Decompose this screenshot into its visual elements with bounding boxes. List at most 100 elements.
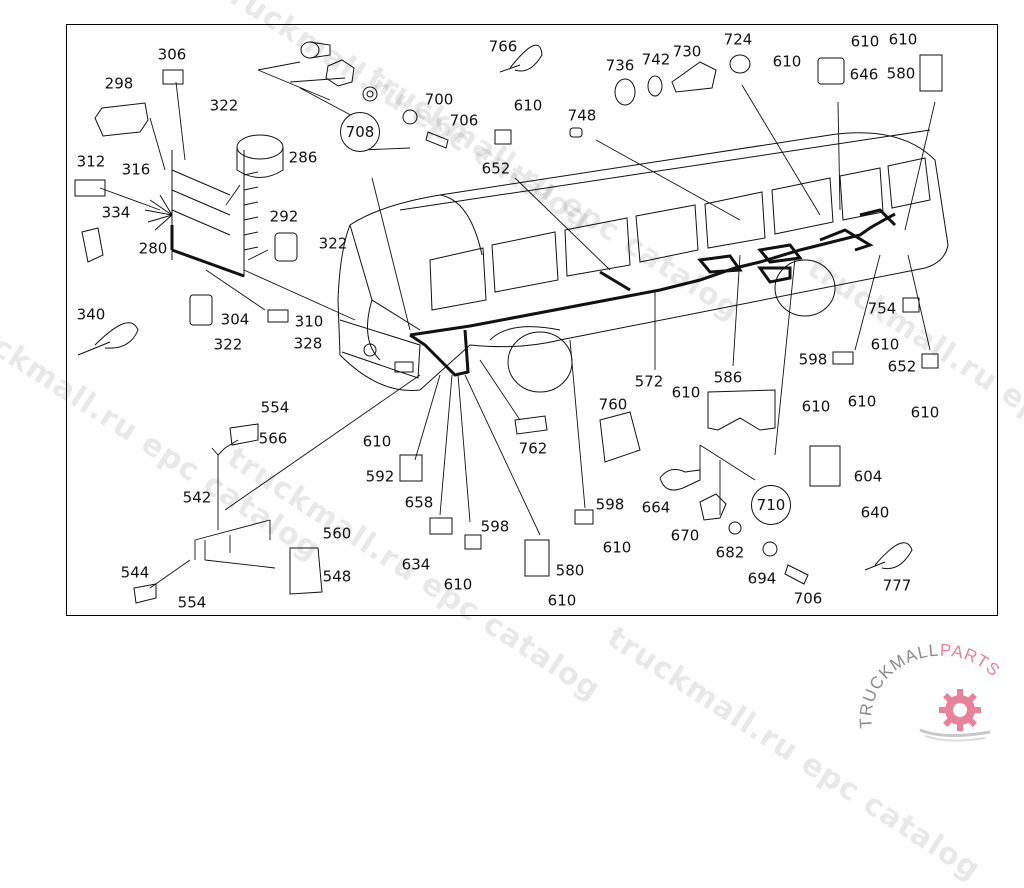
callout-280[interactable]: 280 [138, 239, 168, 258]
callout-710[interactable]: 710 [751, 485, 791, 525]
callout-708[interactable]: 708 [340, 112, 380, 152]
bus-window [429, 247, 487, 311]
callout-544[interactable]: 544 [120, 563, 150, 582]
callout-292[interactable]: 292 [269, 207, 299, 226]
dashboard-harness [144, 150, 259, 278]
bus-window [491, 231, 559, 293]
callout-610[interactable]: 610 [910, 403, 940, 422]
callout-766[interactable]: 766 [488, 37, 518, 56]
connector-580 [919, 54, 943, 92]
callout-634[interactable]: 634 [401, 555, 431, 574]
callout-610[interactable]: 610 [850, 32, 880, 51]
terminal-700 [402, 109, 418, 125]
callout-610[interactable]: 610 [443, 575, 473, 594]
callout-640[interactable]: 640 [860, 503, 890, 522]
callout-542[interactable]: 542 [182, 488, 212, 507]
callout-312[interactable]: 312 [76, 152, 106, 171]
callout-580[interactable]: 580 [555, 561, 585, 580]
callout-700[interactable]: 700 [424, 90, 454, 109]
callout-706[interactable]: 706 [449, 111, 479, 130]
callout-754[interactable]: 754 [867, 299, 897, 318]
callout-664[interactable]: 664 [641, 498, 671, 517]
callout-670[interactable]: 670 [670, 526, 700, 545]
callout-610[interactable]: 610 [671, 383, 701, 402]
callout-316[interactable]: 316 [121, 160, 151, 179]
callout-566[interactable]: 566 [258, 429, 288, 448]
callout-652[interactable]: 652 [481, 159, 511, 178]
relay-646 [817, 57, 845, 85]
washer-682 [728, 521, 742, 535]
relay-548 [289, 547, 323, 595]
nut-670 [699, 493, 727, 521]
callout-286[interactable]: 286 [288, 148, 318, 167]
callout-610[interactable]: 610 [772, 52, 802, 71]
mercedes-star-emblem [363, 343, 377, 357]
terminal-706 [425, 131, 449, 149]
connector-292 [274, 232, 298, 262]
callout-742[interactable]: 742 [641, 50, 671, 69]
callout-736[interactable]: 736 [605, 56, 635, 75]
callout-306[interactable]: 306 [157, 45, 187, 64]
callout-610[interactable]: 610 [870, 335, 900, 354]
callout-554[interactable]: 554 [260, 398, 290, 417]
socket-724 [729, 54, 751, 74]
callout-610[interactable]: 610 [602, 538, 632, 557]
callout-610[interactable]: 610 [513, 96, 543, 115]
callout-304[interactable]: 304 [220, 310, 250, 329]
connector-652 [494, 129, 512, 145]
callout-760[interactable]: 760 [598, 395, 628, 414]
callout-777[interactable]: 777 [882, 576, 912, 595]
callout-658[interactable]: 658 [404, 493, 434, 512]
connector-760 [599, 411, 641, 463]
bus-window [564, 217, 631, 277]
callout-598[interactable]: 598 [595, 495, 625, 514]
callout-706[interactable]: 706 [793, 589, 823, 608]
main-wiring-harness [409, 208, 897, 377]
callout-604[interactable]: 604 [853, 467, 883, 486]
connector-312 [74, 179, 106, 197]
small-parts [74, 41, 943, 604]
callout-598[interactable]: 598 [798, 350, 828, 369]
callout-322[interactable]: 322 [213, 335, 243, 354]
callout-762[interactable]: 762 [518, 439, 548, 458]
callout-592[interactable]: 592 [365, 467, 395, 486]
callout-610[interactable]: 610 [362, 432, 392, 451]
callout-340[interactable]: 340 [76, 305, 106, 324]
callout-730[interactable]: 730 [672, 42, 702, 61]
callout-610[interactable]: 610 [547, 591, 577, 610]
connector-658 [429, 517, 453, 535]
fuse-box-586 [707, 389, 776, 431]
callout-298[interactable]: 298 [104, 74, 134, 93]
callout-694[interactable]: 694 [747, 569, 777, 588]
callout-580[interactable]: 580 [886, 64, 916, 83]
callout-610[interactable]: 610 [801, 397, 831, 416]
callout-328[interactable]: 328 [293, 334, 323, 353]
callout-560[interactable]: 560 [322, 524, 352, 543]
callout-598[interactable]: 598 [480, 517, 510, 536]
callout-646[interactable]: 646 [849, 65, 879, 84]
callout-610[interactable]: 610 [847, 392, 877, 411]
connector-598 [832, 351, 854, 365]
connector-652b [921, 353, 939, 369]
callout-554[interactable]: 554 [177, 593, 207, 612]
terminal-706b [784, 564, 809, 585]
callout-572[interactable]: 572 [634, 372, 664, 391]
callout-652[interactable]: 652 [887, 357, 917, 376]
callout-610[interactable]: 610 [888, 30, 918, 49]
callout-682[interactable]: 682 [715, 543, 745, 562]
callout-586[interactable]: 586 [713, 368, 743, 387]
callout-310[interactable]: 310 [294, 312, 324, 331]
connector-580b [524, 539, 550, 577]
logo-text-parts: PARTS [939, 640, 1004, 680]
callout-334[interactable]: 334 [101, 203, 131, 222]
callout-548[interactable]: 548 [322, 567, 352, 586]
bus-window [771, 177, 834, 235]
bus-window [887, 157, 931, 209]
callout-322[interactable]: 322 [209, 96, 239, 115]
callout-724[interactable]: 724 [723, 30, 753, 49]
bus-window [635, 204, 699, 263]
bus-body [337, 129, 949, 393]
callout-748[interactable]: 748 [567, 106, 597, 125]
callout-322[interactable]: 322 [318, 234, 348, 253]
connector-592 [399, 454, 423, 482]
